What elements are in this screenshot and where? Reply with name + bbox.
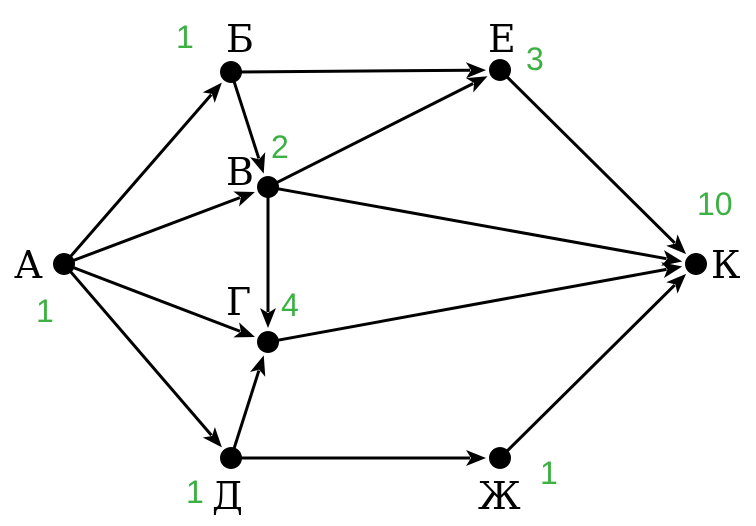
arrowhead-icon <box>465 62 487 79</box>
arrowhead-icon <box>233 322 255 338</box>
edge-line <box>231 77 261 159</box>
arrowhead-icon <box>249 152 266 174</box>
edge-a-to-g <box>69 264 255 338</box>
edge-e-to-k <box>503 73 687 255</box>
arrowhead-icon <box>202 82 222 103</box>
path-count-e: 3 <box>526 41 544 77</box>
node-d <box>220 447 242 469</box>
node-a <box>53 253 75 275</box>
path-count-d: 1 <box>186 474 204 510</box>
edge-line <box>69 196 241 264</box>
node-label-b: Б <box>226 17 254 61</box>
edge-v-to-e <box>272 76 488 186</box>
edge-line <box>272 82 474 186</box>
edge-line <box>231 370 261 453</box>
edge-b-to-e <box>236 62 487 79</box>
node-k <box>685 253 707 275</box>
arrowhead-icon <box>260 308 276 328</box>
edge-a-to-v <box>69 191 255 264</box>
path-count-zh: 1 <box>540 455 558 491</box>
edge-a-to-d <box>66 267 222 448</box>
edges-layer <box>66 62 687 466</box>
edge-line <box>503 284 676 455</box>
node-e <box>489 59 511 81</box>
path-count-a: 1 <box>36 293 54 329</box>
arrowhead-icon <box>466 450 486 466</box>
nodes-layer <box>53 59 707 469</box>
node-label-g: Г <box>226 280 251 324</box>
edge-v-to-g <box>260 193 276 328</box>
node-label-d: Д <box>212 474 243 518</box>
node-label-v: В <box>226 150 254 194</box>
edge-b-to-v <box>231 77 266 174</box>
edge-line <box>66 267 213 437</box>
edge-line <box>236 68 471 74</box>
edge-d-to-g <box>231 355 266 453</box>
edge-d-to-zh <box>237 450 486 466</box>
arrowhead-icon <box>666 234 687 255</box>
edge-v-to-k <box>273 186 683 266</box>
edge-line <box>66 93 213 261</box>
path-count-k: 10 <box>697 186 733 222</box>
path-count-v: 2 <box>271 129 289 165</box>
node-b <box>220 61 242 83</box>
arrowhead-icon <box>666 273 687 294</box>
node-v <box>257 176 279 198</box>
edge-line <box>273 267 667 343</box>
arrowhead-icon <box>202 427 222 448</box>
path-count-g: 4 <box>281 287 299 323</box>
edge-a-to-b <box>66 82 222 261</box>
path-count-b: 1 <box>176 19 194 55</box>
node-g <box>257 331 279 353</box>
arrowhead-icon <box>233 191 255 207</box>
node-zh <box>489 447 511 469</box>
arrowhead-icon <box>250 355 266 377</box>
edge-g-to-k <box>273 262 683 343</box>
arrowhead-icon <box>466 76 488 93</box>
node-label-a: А <box>14 243 43 287</box>
node-label-k: К <box>711 243 740 287</box>
node-label-e: Е <box>488 17 516 61</box>
edge-line <box>69 264 241 333</box>
arrowhead-icon <box>661 250 683 266</box>
edge-line <box>273 186 667 261</box>
edge-line <box>503 73 676 244</box>
arrowhead-icon <box>661 262 683 278</box>
node-label-zh: Ж <box>478 474 521 518</box>
edge-zh-to-k <box>503 273 687 455</box>
